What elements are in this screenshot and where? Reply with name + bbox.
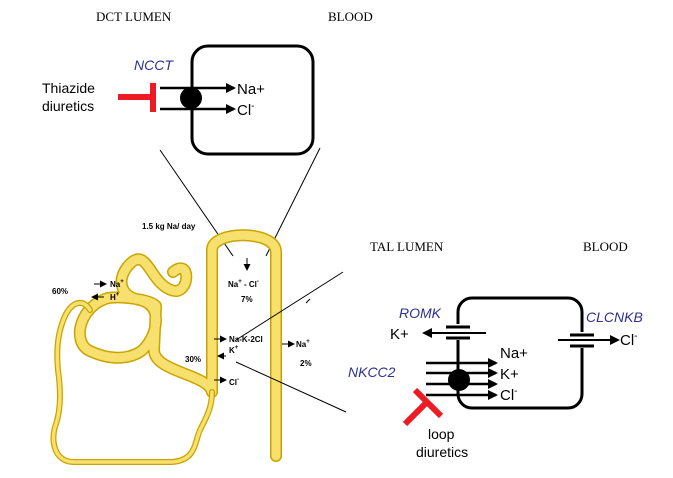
dct-nacl-label: Na+ - Cl- (228, 279, 259, 289)
k-out-label: K+ (390, 326, 409, 343)
tal-pct-label: 30% (185, 355, 201, 364)
dct-na-label: Na+ (237, 81, 265, 98)
nephron-tubule (50, 229, 282, 465)
thiazide-label-line2: diuretics (42, 98, 94, 114)
loop-label-line2: diuretics (416, 444, 468, 460)
tal-cl-label-cell: Cl- (500, 386, 518, 404)
dct-cell: Na+ Cl- NCCT Thiazide diuretics (42, 44, 315, 156)
cd-na-label: Na+ (296, 339, 310, 349)
cd-pct-label: 2% (300, 359, 312, 368)
thiazide-inhibitor-symbol (118, 83, 156, 112)
loop-diuretic-inhibitor-symbol (402, 387, 444, 427)
tal-lumen-header: TAL LUMEN (370, 239, 444, 254)
dct-cell-membrane (190, 44, 315, 156)
tal-cell: K+ ROMK Cl- CLCNKB Na+ K+ Cl- NKCC2 loop… (348, 296, 643, 460)
pct-proximal-label: 60% (52, 287, 68, 296)
thiazide-label-line1: Thiazide (42, 80, 95, 96)
dct-cl-label: Cl- (237, 101, 255, 119)
zoom-line-tal-upper (235, 271, 344, 341)
filtered-load-label: 1.5 kg Na/ day (142, 222, 196, 231)
tal-na-label: Na+ (500, 345, 528, 362)
dct-pct-label: 7% (241, 295, 253, 304)
tick-mark (305, 298, 311, 304)
prox-na-label: Na+ (110, 279, 124, 289)
nkcc2-transporter (448, 369, 470, 391)
zoom-line-right (265, 147, 321, 257)
prox-h-label: H+ (110, 292, 120, 302)
ncct-transporter (180, 87, 202, 109)
loop-label-line1: loop (428, 426, 455, 442)
romk-label: ROMK (399, 305, 442, 321)
tal-k-label-cell: K+ (500, 366, 519, 383)
blood-header-top: BLOOD (328, 9, 373, 24)
blood-header-bottom: BLOOD (583, 239, 628, 254)
tal-cl-label: Cl- (229, 377, 239, 387)
tal-k-label: K+ (229, 345, 239, 355)
dct-lumen-header: DCT LUMEN (96, 9, 172, 24)
tal-cell-membrane (456, 296, 584, 410)
ncct-label: NCCT (134, 57, 174, 73)
zoom-line-tal-lower (235, 361, 347, 413)
tal-nkcc-label: Na-K-2Cl (229, 335, 263, 344)
nkcc2-label: NKCC2 (348, 364, 396, 380)
clcnkb-label: CLCNKB (586, 309, 643, 325)
cl-out-label: Cl- (620, 331, 638, 349)
